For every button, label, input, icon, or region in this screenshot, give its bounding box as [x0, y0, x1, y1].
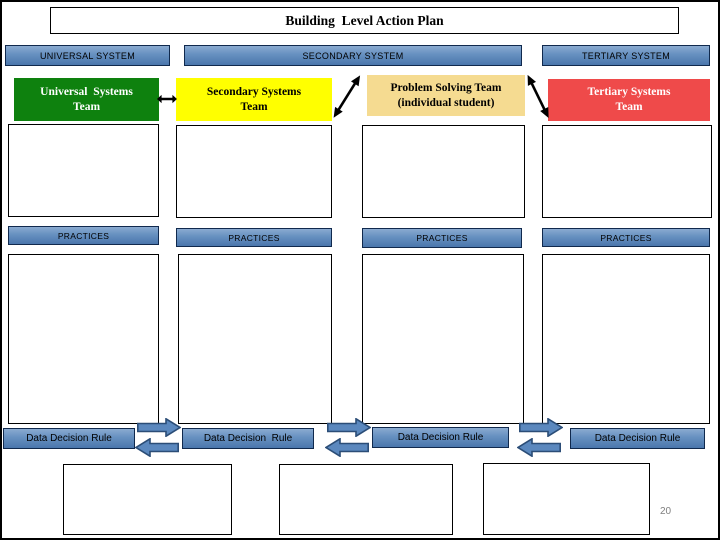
- flow-arrow-right-icon: [519, 418, 563, 437]
- secondary-team-detail-box: [176, 125, 332, 218]
- data-decision-rule-bar-secondary: Data Decision Rule: [182, 428, 314, 449]
- header-secondary-system-label: SECONDARY SYSTEM: [302, 50, 404, 61]
- data-decision-rule-label: Data Decision Rule: [594, 433, 681, 444]
- tertiary-team-detail-box: [542, 125, 712, 218]
- secondary-team-line1: Secondary Systems: [206, 85, 302, 98]
- practices-label: PRACTICES: [416, 233, 468, 243]
- page-number: 20: [660, 506, 672, 517]
- practices-label: PRACTICES: [57, 230, 110, 241]
- data-rule-detail-box-3: [483, 463, 650, 535]
- practices-label: PRACTICES: [600, 232, 652, 243]
- team-link-arrow-icon: [328, 72, 365, 121]
- data-decision-rule-bar-tertiary: Data Decision Rule: [570, 428, 705, 449]
- flow-arrow-left-icon: [325, 438, 369, 457]
- data-decision-rule-bar-universal: Data Decision Rule: [3, 428, 135, 449]
- practices-label: PRACTICES: [228, 232, 280, 243]
- flow-arrow-pair: [325, 418, 371, 458]
- title-box: Building Level Action Plan: [50, 7, 679, 34]
- tertiary-team-line2: Team: [615, 101, 643, 113]
- tertiary-systems-team-box: Tertiary Systems Team: [548, 79, 710, 121]
- data-decision-rule-label: Data Decision Rule: [26, 433, 112, 444]
- flow-arrow-left-icon: [517, 438, 561, 457]
- secondary-team-line2: Team: [240, 100, 268, 113]
- secondary-systems-team-box: Secondary Systems Team: [176, 78, 332, 121]
- data-decision-rule-label: Data Decision Rule: [203, 433, 293, 444]
- header-universal-system-label: UNIVERSAL SYSTEM: [40, 50, 135, 61]
- secondary-practices-detail-box: [178, 254, 332, 424]
- data-rule-detail-box-2: [279, 464, 453, 535]
- tertiary-practices-detail-box: [542, 254, 710, 424]
- universal-team-line1: Universal Systems: [40, 85, 133, 98]
- header-tertiary-system-label: TERTIARY SYSTEM: [581, 50, 671, 61]
- tertiary-team-line1: Tertiary Systems: [587, 86, 671, 99]
- flow-arrow-pair: [135, 418, 181, 458]
- data-rule-detail-box-1: [63, 464, 232, 535]
- team-link-arrow-icon: [523, 72, 555, 120]
- flow-arrow-left-icon: [135, 438, 179, 457]
- slide-title: Building Level Action Plan: [285, 12, 444, 28]
- data-decision-rule-label: Data Decision Rule: [397, 432, 484, 443]
- data-decision-rule-bar-problem-solving: Data Decision Rule: [372, 427, 509, 448]
- header-universal-system: UNIVERSAL SYSTEM: [5, 45, 170, 66]
- problem-solving-detail-box: [362, 125, 525, 218]
- universal-practices-detail-box: [8, 254, 159, 424]
- problem-solving-line1: Problem Solving Team: [390, 81, 502, 94]
- practices-bar-universal: PRACTICES: [8, 226, 159, 245]
- problem-solving-team-box: Problem Solving Team (individual student…: [367, 75, 525, 116]
- practices-bar-problem-solving: PRACTICES: [362, 228, 522, 248]
- header-secondary-system: SECONDARY SYSTEM: [184, 45, 522, 66]
- problem-solving-practices-detail-box: [362, 254, 524, 424]
- team-link-arrow-icon: [157, 94, 177, 104]
- practices-bar-tertiary: PRACTICES: [542, 228, 710, 247]
- universal-team-detail-box: [8, 124, 159, 217]
- flow-arrow-pair: [517, 418, 563, 458]
- flow-arrow-right-icon: [137, 418, 181, 437]
- universal-team-line2: Team: [72, 100, 101, 113]
- problem-solving-line2: (individual student): [397, 96, 495, 109]
- practices-bar-secondary: PRACTICES: [176, 228, 332, 247]
- header-tertiary-system: TERTIARY SYSTEM: [542, 45, 710, 66]
- universal-systems-team-box: Universal Systems Team: [14, 78, 159, 121]
- flow-arrow-right-icon: [327, 418, 371, 437]
